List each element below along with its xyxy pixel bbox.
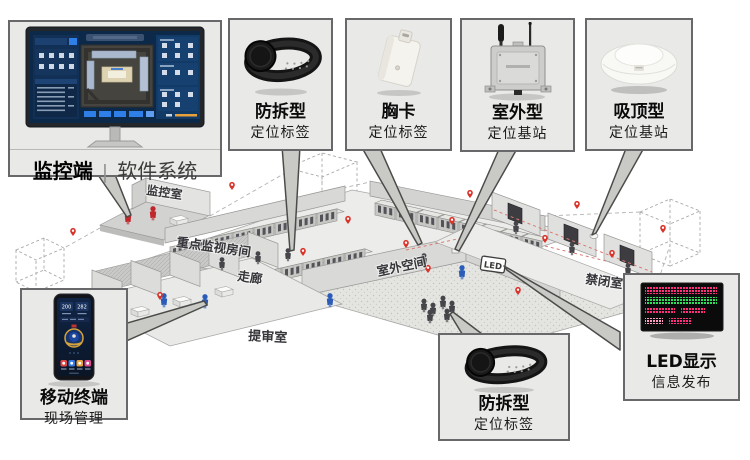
phone-stat-right: 282 bbox=[77, 305, 87, 311]
label-confinement-room: 禁闭室 bbox=[585, 271, 625, 291]
connector-ceiling bbox=[591, 145, 646, 236]
caption-title: 室外型 bbox=[492, 102, 543, 123]
caption: 胸卡 定位标签 bbox=[347, 102, 450, 149]
screen-map bbox=[80, 44, 154, 108]
room-unit bbox=[491, 191, 541, 237]
caption: 吸顶型 定位基站 bbox=[587, 102, 691, 149]
screen-left-panel bbox=[33, 35, 79, 119]
wireframe-cube-top bbox=[285, 152, 359, 208]
label-monitor-room: 监控室 bbox=[146, 182, 184, 202]
monitor-stand bbox=[109, 126, 121, 142]
caption-divider: | bbox=[101, 161, 109, 183]
caption-title: LED显示 bbox=[646, 351, 717, 372]
caption-subtitle: 定位标签 bbox=[250, 125, 311, 142]
caption-title: 吸顶型 bbox=[613, 101, 665, 122]
caption-subtitle: 定位标签 bbox=[474, 417, 534, 434]
wristband-icon bbox=[464, 345, 548, 393]
screen-right-panel bbox=[156, 35, 200, 119]
caption-title: 防拆型 bbox=[478, 394, 530, 414]
caption: 防拆型 定位标签 bbox=[230, 102, 331, 149]
wireframe-cube-right bbox=[638, 198, 702, 267]
caption: LED显示 信息发布 bbox=[625, 352, 738, 399]
wristband-icon bbox=[244, 37, 322, 96]
led-wall-sign: LED bbox=[479, 255, 507, 274]
caption-title: 防拆型 bbox=[255, 101, 306, 122]
callout-ceiling-station: 吸顶型 定位基站 bbox=[585, 18, 693, 151]
monitor-caption-light: 软件系统 bbox=[117, 159, 198, 183]
callout-led-display: LED显示 信息发布 bbox=[623, 273, 740, 401]
room-monitor-platform bbox=[99, 177, 211, 246]
caption-subtitle: 信息发布 bbox=[651, 375, 712, 392]
caption-title: 胸卡 bbox=[381, 101, 416, 122]
caption-title: 移动终端 bbox=[40, 388, 108, 408]
police-badge bbox=[64, 324, 84, 348]
label-corridor: 走廊 bbox=[237, 268, 264, 286]
monitor-illustration bbox=[25, 26, 205, 148]
monitor-base bbox=[86, 140, 144, 148]
caption-subtitle: 定位标签 bbox=[368, 125, 429, 142]
callout-mobile-terminal: 200 282 移动终端 现场管理 bbox=[20, 288, 128, 427]
caption-subtitle: 定位基站 bbox=[487, 126, 548, 143]
caption: 防拆型 定位标签 bbox=[440, 394, 568, 441]
connector-led bbox=[503, 265, 621, 351]
svg-text:LED: LED bbox=[483, 260, 502, 272]
label-interrogation-room: 提审室 bbox=[248, 328, 288, 346]
callout-wrist-tag-bottom: 防拆型 定位标签 bbox=[438, 333, 570, 441]
ceiling-station-icon bbox=[600, 43, 678, 94]
caption: 移动终端 现场管理 bbox=[22, 388, 126, 435]
monitor-caption-bold: 监控端 bbox=[32, 159, 93, 183]
caption-subtitle: 定位基站 bbox=[609, 125, 669, 142]
phone-app-icons bbox=[60, 360, 91, 370]
callout-outdoor-station: 室外型 定位基站 bbox=[460, 18, 575, 152]
outdoor-station-icon bbox=[484, 22, 552, 101]
callout-chest-tag: 胸卡 定位标签 bbox=[345, 18, 452, 151]
connectors bbox=[95, 145, 646, 351]
monitor-caption: 监控端 | 软件系统 bbox=[10, 149, 220, 191]
right-rooms bbox=[434, 191, 656, 310]
caption-subtitle: 现场管理 bbox=[44, 411, 104, 428]
caption: 室外型 定位基站 bbox=[462, 103, 573, 150]
screen-buttons bbox=[84, 111, 154, 117]
phone-stat-left: 200 bbox=[62, 305, 72, 311]
red-dashed-links bbox=[405, 209, 653, 273]
callout-wrist-tag-top: 防拆型 定位标签 bbox=[228, 18, 333, 151]
callout-monitor-software: 监控端 | 软件系统 bbox=[8, 20, 222, 183]
wireframe-cube-left bbox=[14, 237, 66, 293]
phone-illustration: 200 282 bbox=[48, 293, 100, 387]
led-screen-illustration bbox=[640, 282, 724, 340]
chest-card-icon bbox=[377, 29, 421, 96]
